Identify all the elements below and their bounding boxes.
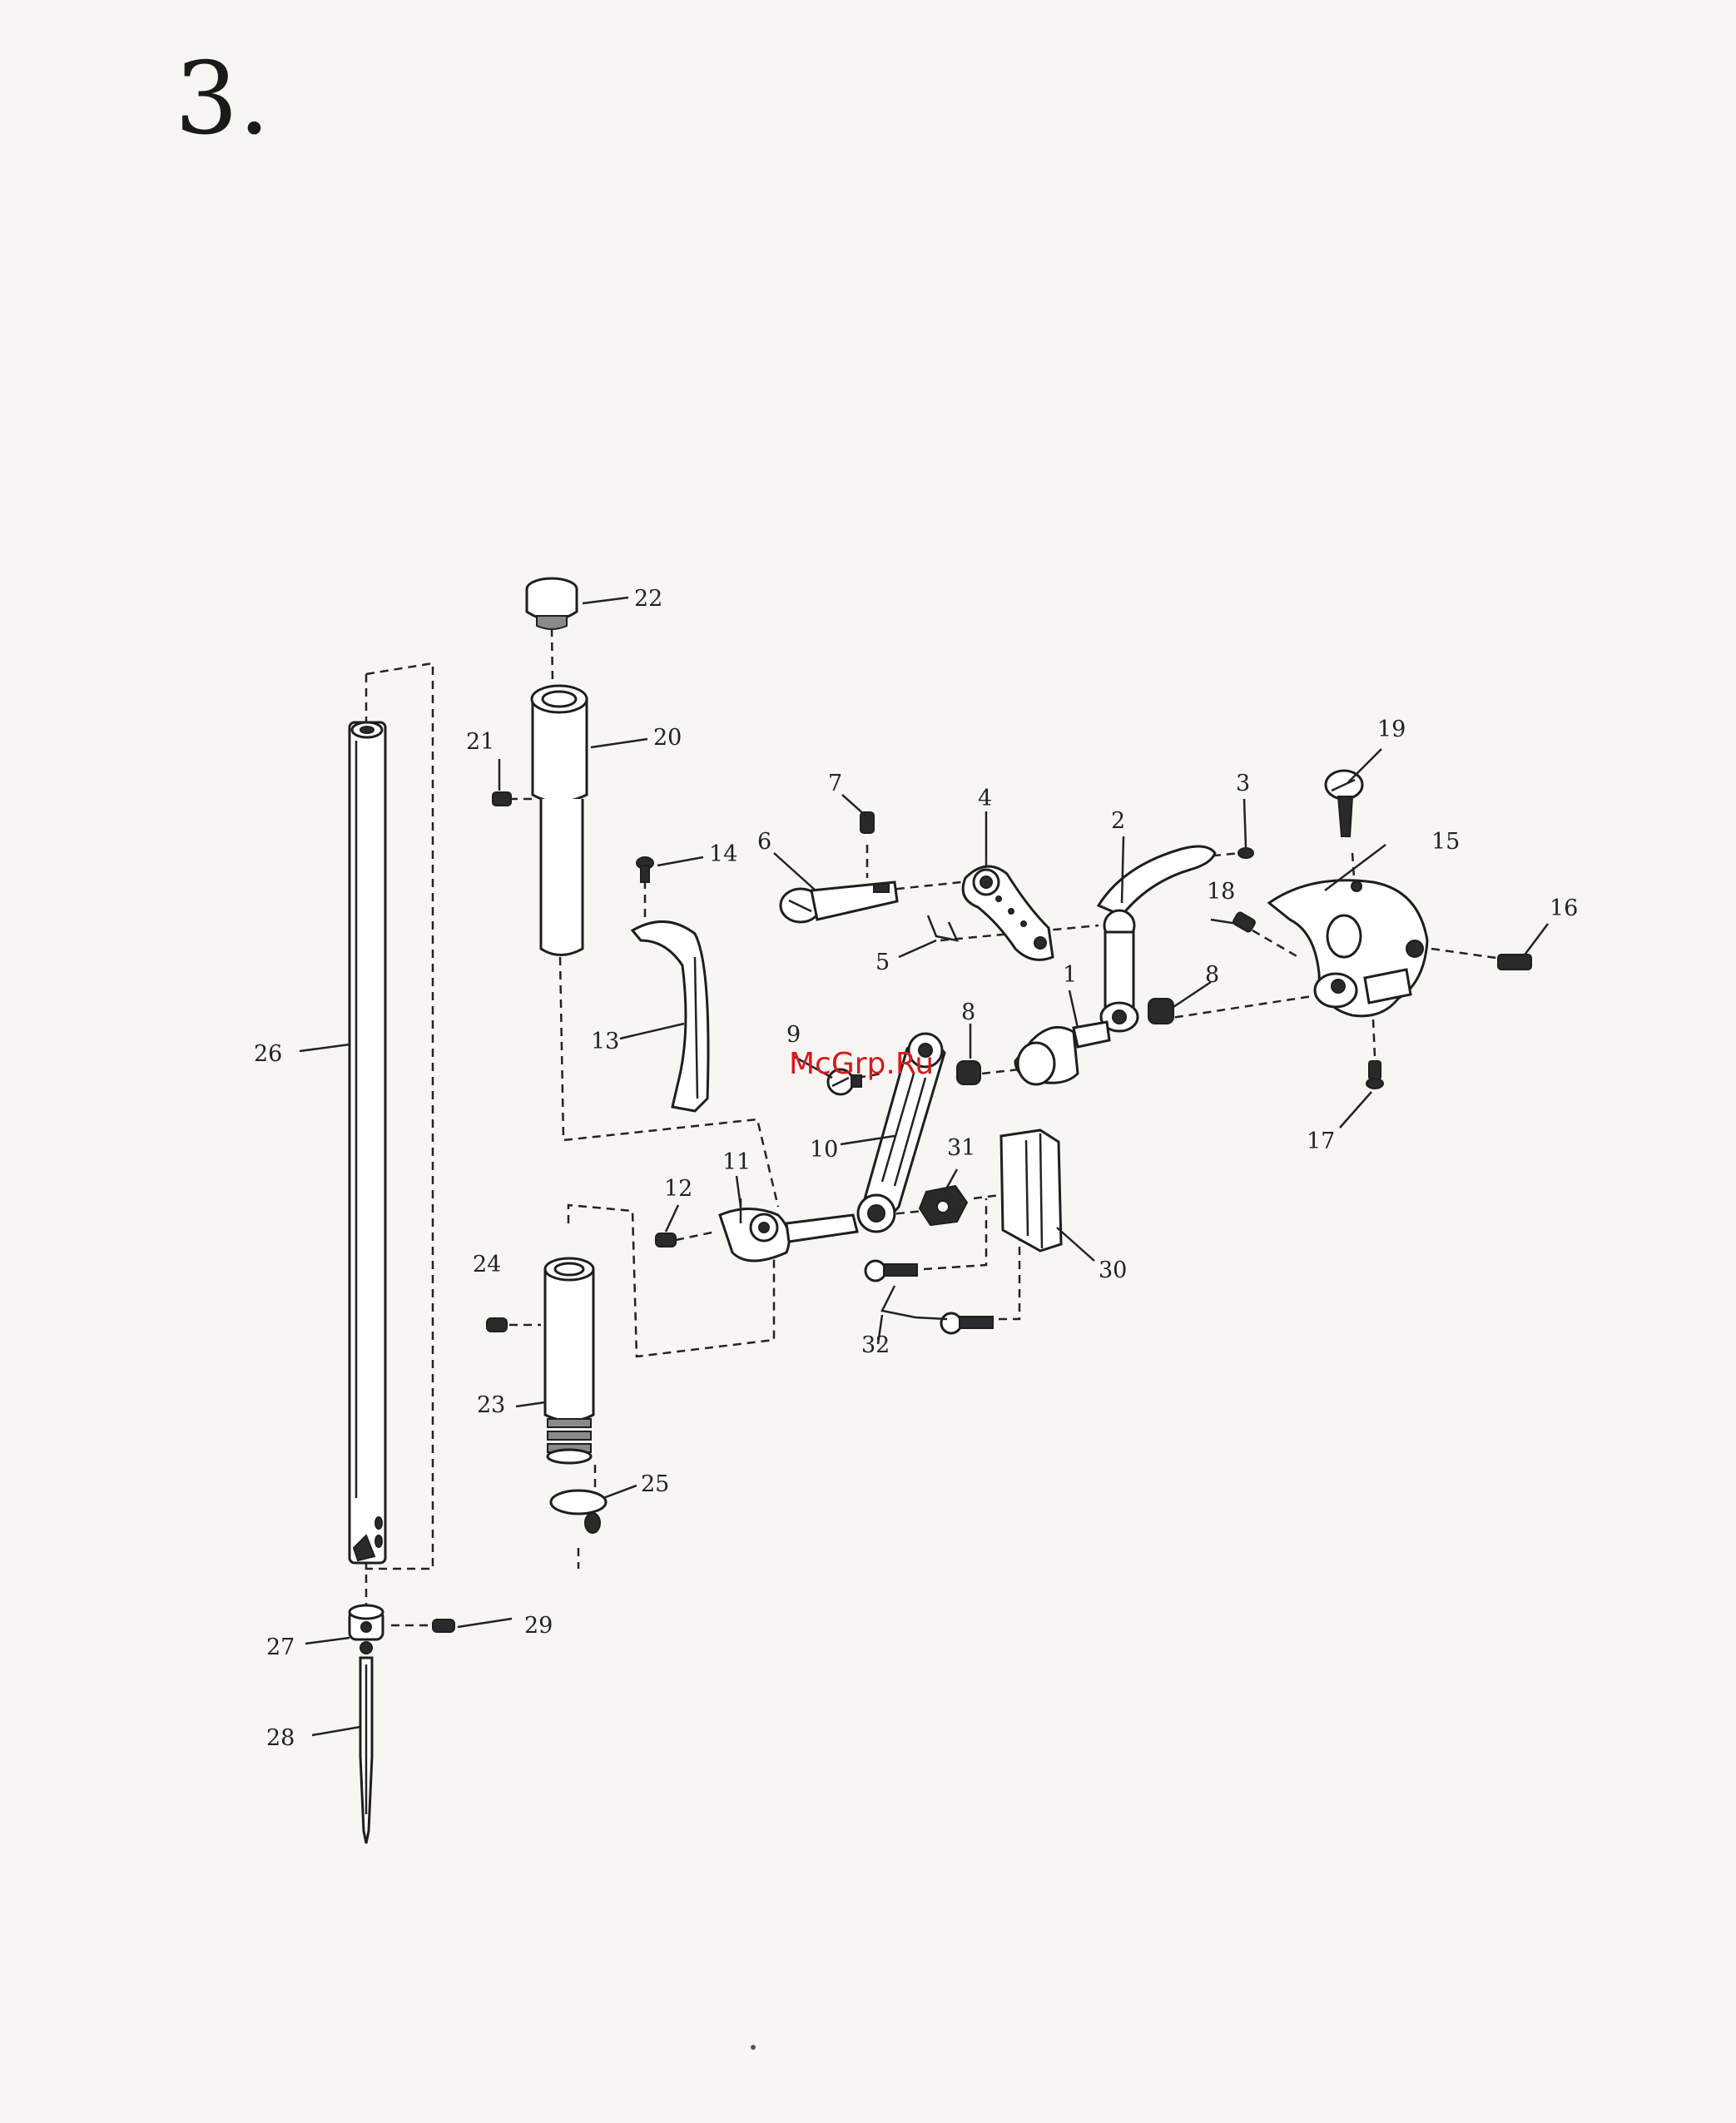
part-5-spring (928, 915, 957, 940)
scan-speck (751, 2045, 756, 2050)
watermark-text: McGrp.Ru (789, 1047, 934, 1081)
part-7-screw (861, 812, 874, 833)
leader-lines (300, 598, 1548, 1735)
part-12-screw (656, 1233, 676, 1247)
part-4-link (963, 866, 1053, 960)
part-25-clip (551, 1491, 606, 1533)
callout-9: 9 (786, 1022, 801, 1048)
callout-7: 7 (828, 771, 842, 796)
part-24-screw (487, 1318, 507, 1332)
part-27-needle-clamp (350, 1605, 383, 1654)
callout-2: 2 (1111, 808, 1125, 834)
callout-30: 30 (1099, 1257, 1127, 1283)
callout-6: 6 (757, 829, 771, 855)
callout-20: 20 (653, 725, 682, 751)
callout-8-left: 8 (961, 999, 975, 1025)
callout-32: 32 (861, 1332, 890, 1358)
callout-19: 19 (1377, 717, 1406, 742)
callout-3: 3 (1236, 771, 1250, 796)
part-15-cam (1269, 880, 1427, 1016)
callout-16: 16 (1550, 895, 1578, 921)
part-32-screws (866, 1261, 993, 1333)
callout-18: 18 (1207, 879, 1235, 905)
callout-13: 13 (591, 1029, 619, 1054)
part-26-needle-bar (350, 722, 385, 1563)
part-31-nut (920, 1186, 967, 1225)
part-23-lower-bushing (545, 1258, 593, 1463)
part-17-screw (1366, 1061, 1383, 1089)
callout-29: 29 (524, 1613, 553, 1639)
callout-8-right: 8 (1205, 962, 1219, 988)
part-19-screw (1326, 771, 1362, 836)
part-29-screw (433, 1620, 454, 1632)
part-28-needle (360, 1658, 372, 1843)
callout-12: 12 (664, 1176, 692, 1202)
part-30-slide-block (1001, 1130, 1061, 1251)
part-16-screw (1498, 955, 1531, 970)
callout-31: 31 (947, 1135, 975, 1161)
callout-28: 28 (266, 1725, 295, 1751)
part-6-stud (781, 882, 897, 922)
callout-labels: 1 2 3 4 5 6 7 8 8 9 10 11 12 13 14 15 16… (254, 586, 1578, 1751)
part-22-cap (527, 578, 577, 629)
callout-10: 10 (810, 1137, 838, 1163)
callout-22: 22 (634, 586, 662, 612)
part-3-pin (1238, 848, 1253, 858)
callout-1: 1 (1063, 962, 1077, 988)
callout-15: 15 (1431, 829, 1460, 855)
part-21-screw (493, 792, 511, 806)
part-1-crank (1015, 1022, 1109, 1084)
part-13-thread-guide (632, 921, 708, 1111)
callout-26: 26 (254, 1041, 282, 1067)
part-8-collar-left (957, 1061, 980, 1084)
callout-14: 14 (709, 841, 737, 867)
part-20-upper-bushing (532, 686, 587, 955)
callout-27: 27 (266, 1634, 295, 1660)
part-8-collar-right (1148, 999, 1173, 1024)
callout-17: 17 (1307, 1128, 1335, 1154)
part-14-screw (637, 857, 653, 882)
figure-number: 3. (175, 42, 270, 157)
callout-21: 21 (466, 729, 494, 755)
callout-5: 5 (875, 950, 890, 975)
callout-4: 4 (978, 786, 992, 811)
part-18-screw (1233, 911, 1257, 933)
callout-24: 24 (473, 1252, 501, 1277)
part-11-crank (720, 1198, 857, 1261)
callout-23: 23 (477, 1392, 505, 1418)
callout-25: 25 (641, 1471, 669, 1497)
callout-11: 11 (722, 1149, 751, 1175)
